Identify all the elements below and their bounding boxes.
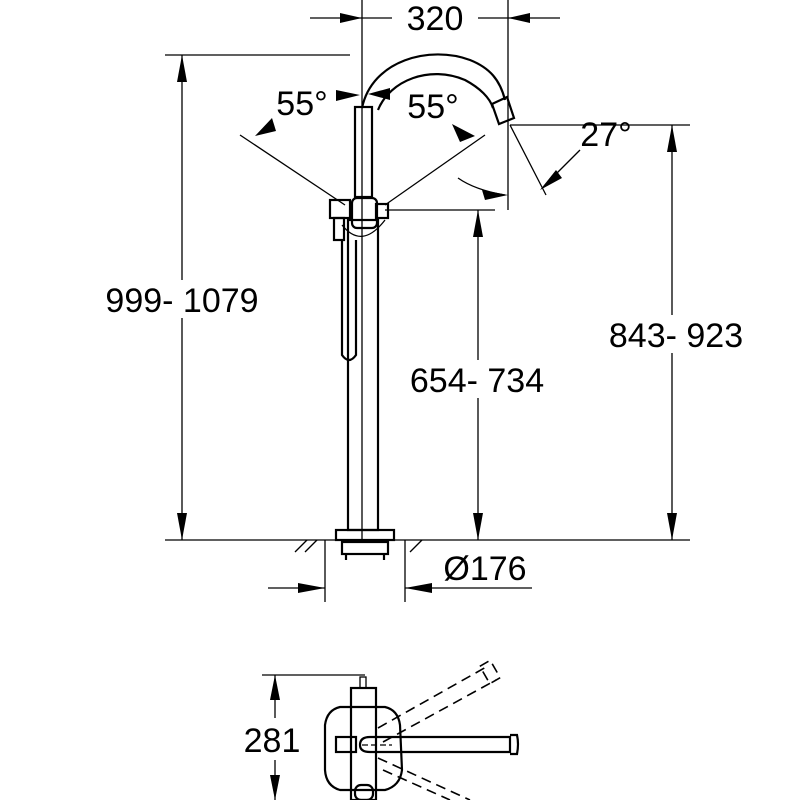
spout-angle-label: 27° <box>580 116 631 154</box>
spout-reach-label: 320 <box>407 0 464 38</box>
dimension-outlet-height: 843- 923 <box>510 124 748 540</box>
dimension-total-height: 999- 1079 <box>100 54 350 540</box>
base-diameter-label: Ø176 <box>443 550 526 588</box>
handle-angle-left-label: 55° <box>276 85 327 123</box>
outlet-height-label: 843- 923 <box>609 317 743 355</box>
dimension-handle-height: 654- 734 <box>385 209 550 540</box>
total-height-label: 999- 1079 <box>105 282 258 320</box>
handle-angle-right-label: 55° <box>407 88 458 126</box>
handle-height-label: 654- 734 <box>410 362 544 400</box>
floor-line <box>165 539 690 553</box>
handle-angle-right: 55° <box>368 88 486 206</box>
dimension-spout-reach: 320 <box>310 0 560 210</box>
handle-angle-left: 55° <box>239 85 360 206</box>
spout-angle: 27° <box>457 116 632 200</box>
top-depth-label: 281 <box>244 722 301 760</box>
faucet-side-view <box>328 53 516 560</box>
faucet-top-view <box>323 659 520 800</box>
dimension-top-depth: 281 <box>244 674 365 800</box>
dimension-base-diameter: Ø176 <box>268 540 532 602</box>
